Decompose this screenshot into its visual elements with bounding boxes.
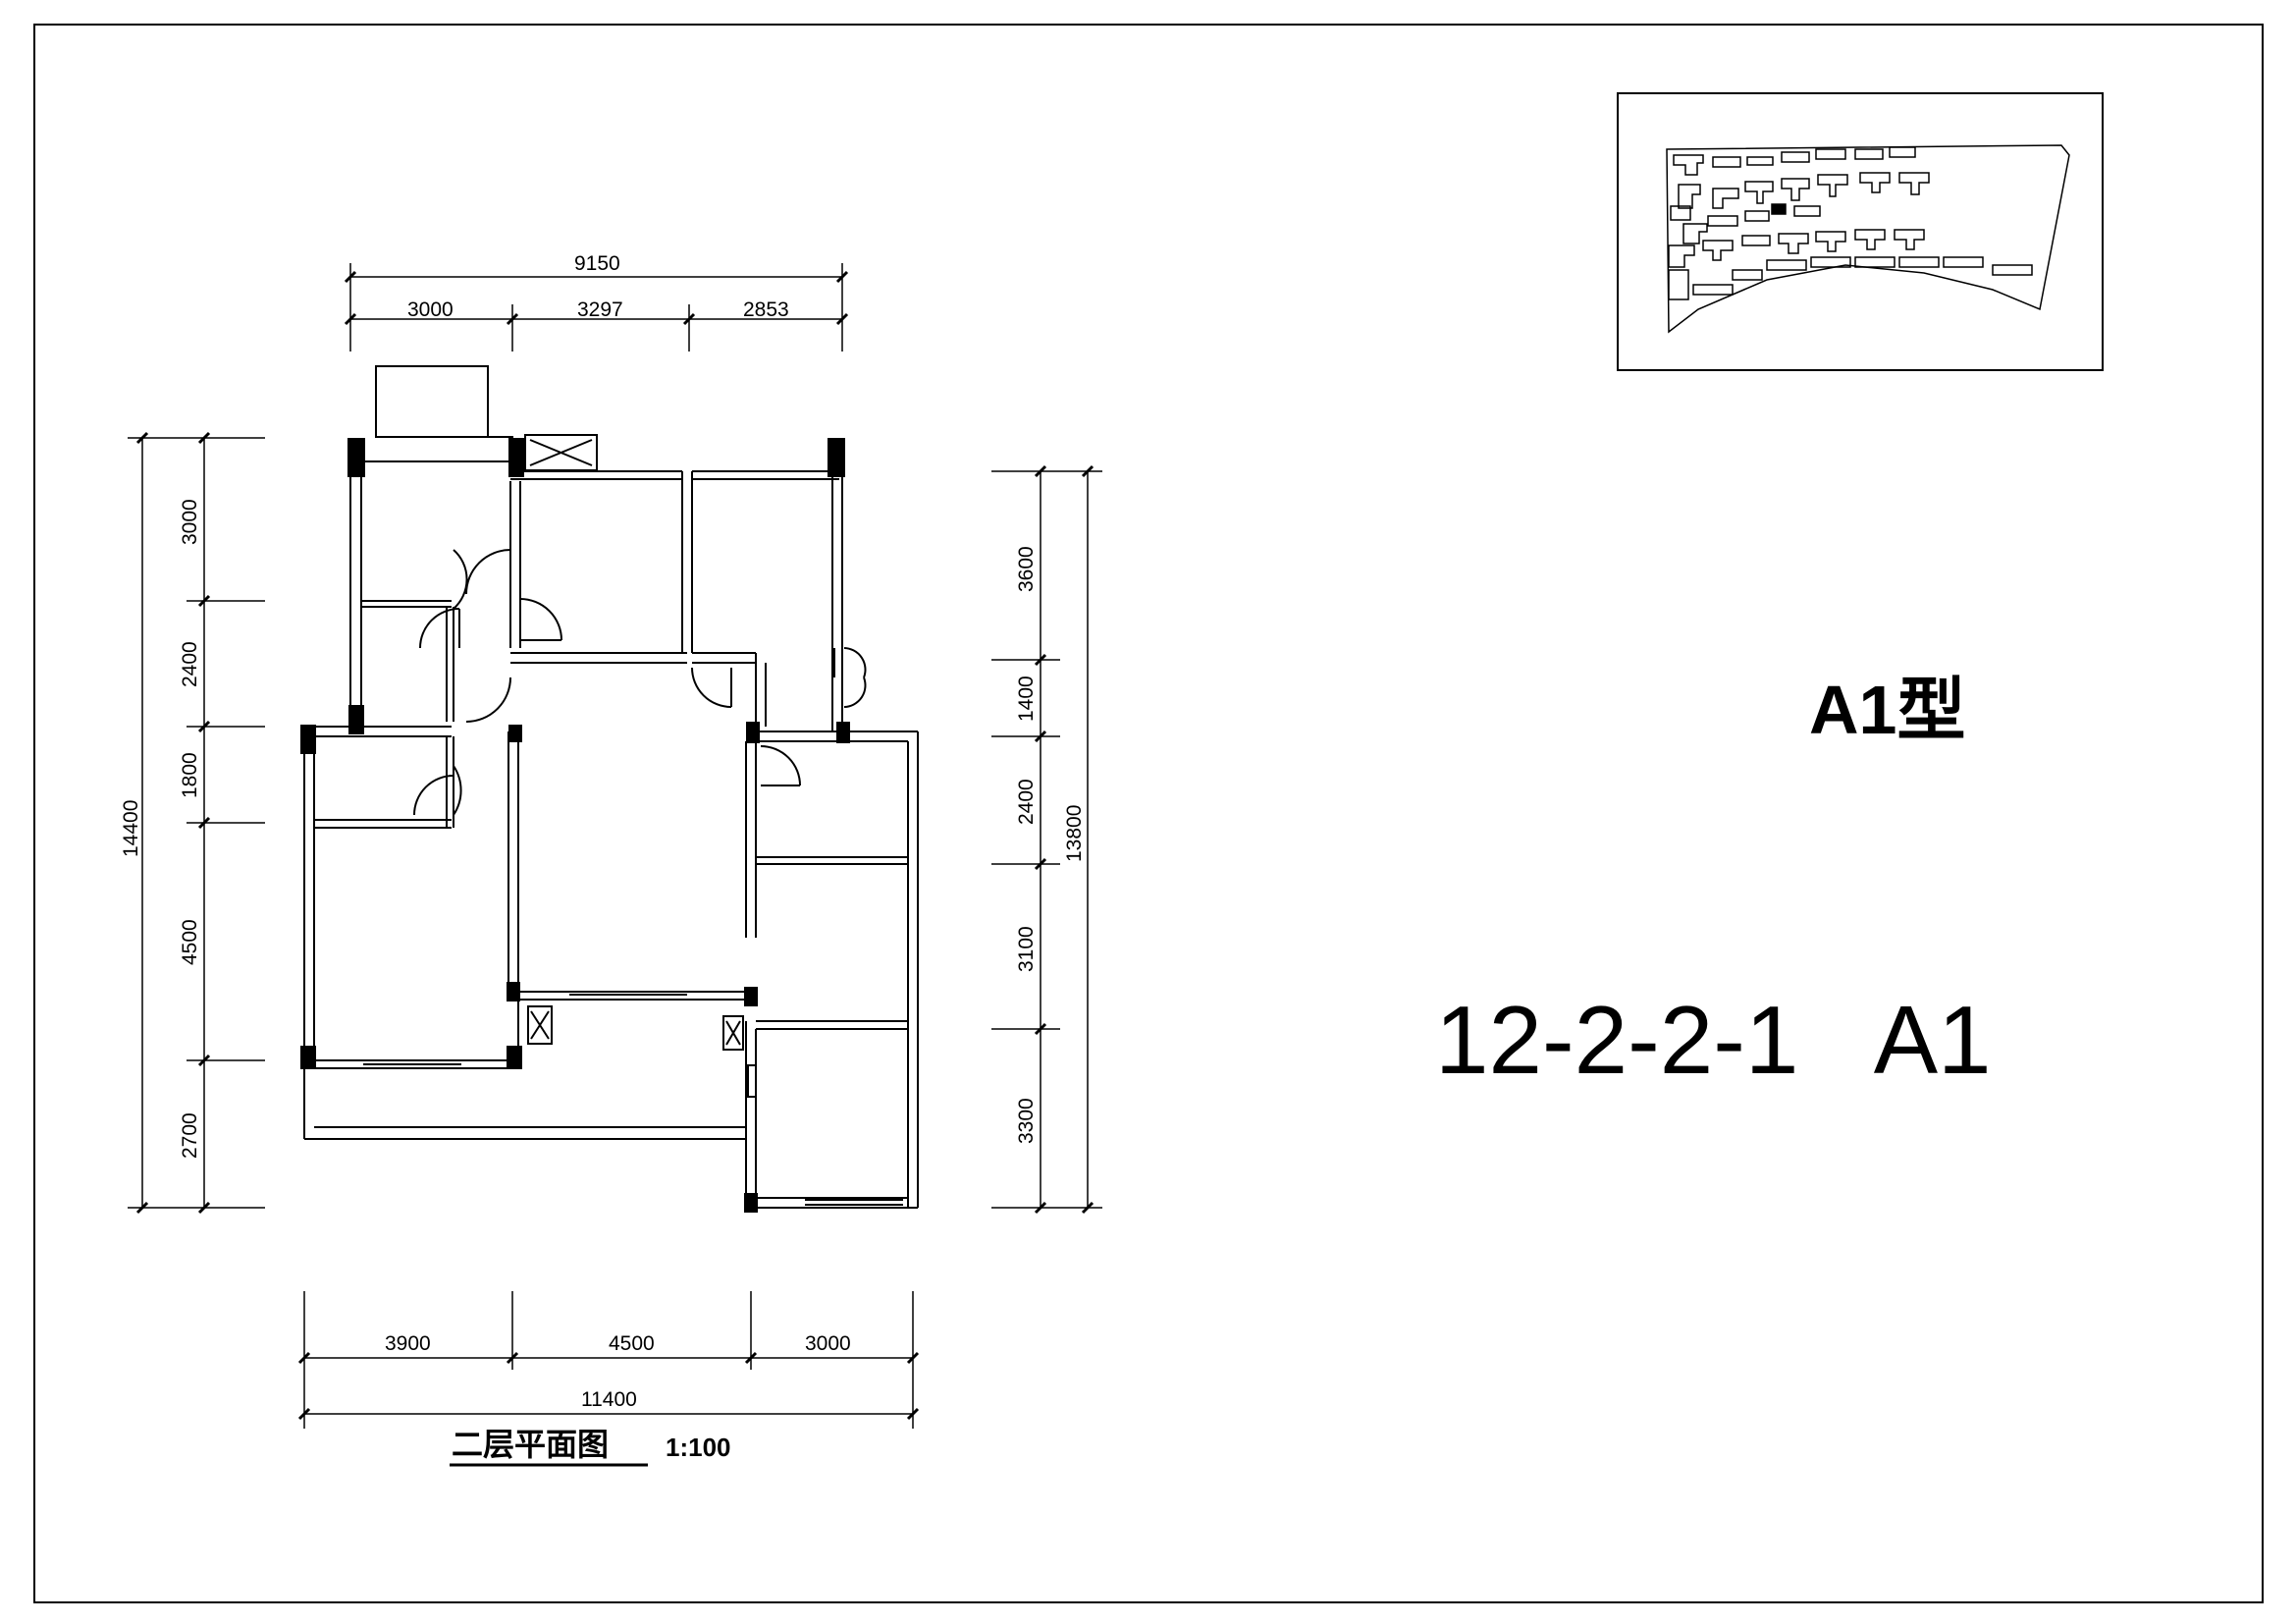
dim-left-seg-1: 3000	[179, 499, 201, 545]
site-key-plan	[1617, 92, 2104, 371]
dim-right-seg-5: 3300	[1015, 1098, 1038, 1144]
dim-bottom-total: 11400	[581, 1388, 637, 1411]
dim-bottom-seg-1: 3900	[385, 1332, 431, 1355]
dim-top-seg-3: 2853	[743, 298, 789, 321]
dim-left-seg-4: 4500	[179, 919, 201, 965]
ac-unit-left	[527, 1005, 553, 1045]
dim-right-total: 13800	[1063, 805, 1086, 862]
dim-right-seg-2: 1400	[1015, 676, 1038, 722]
plan-scale: 1:100	[666, 1433, 731, 1462]
key-plan-frame	[1617, 92, 2104, 371]
dim-left-seg-5: 2700	[179, 1112, 201, 1159]
dim-right-seg-4: 3100	[1015, 926, 1038, 972]
dim-right-seg-1: 3600	[1015, 546, 1038, 592]
dim-left-seg-2: 2400	[179, 641, 201, 687]
dim-bottom-seg-2: 4500	[609, 1332, 655, 1355]
dim-top-seg-1: 3000	[407, 298, 454, 321]
site-buildings	[1668, 146, 2033, 300]
dim-left-total: 14400	[120, 800, 142, 857]
site-boundary	[1666, 144, 2070, 334]
sheet-border	[33, 24, 2264, 1603]
dim-right-seg-3: 2400	[1015, 779, 1038, 825]
unit-type-title: A1型	[1809, 672, 1965, 748]
dim-top-total: 9150	[574, 252, 620, 275]
unit-code-label: 12-2-2-1 A1	[1435, 986, 1992, 1094]
dim-left-seg-3: 1800	[179, 752, 201, 798]
dim-top-seg-2: 3297	[577, 298, 623, 321]
ac-unit-right	[722, 1015, 744, 1051]
floor-plan	[300, 365, 919, 1213]
door-swing	[465, 549, 511, 595]
top-balcony	[375, 365, 489, 438]
ac-unit-top-mark	[529, 439, 593, 466]
structural-columns	[300, 438, 850, 1213]
dimension-ticks	[135, 270, 1095, 1421]
dim-bottom-seg-3: 3000	[805, 1332, 851, 1355]
dimension-lines	[128, 263, 1102, 1429]
plan-caption: 二层平面图	[452, 1427, 609, 1462]
